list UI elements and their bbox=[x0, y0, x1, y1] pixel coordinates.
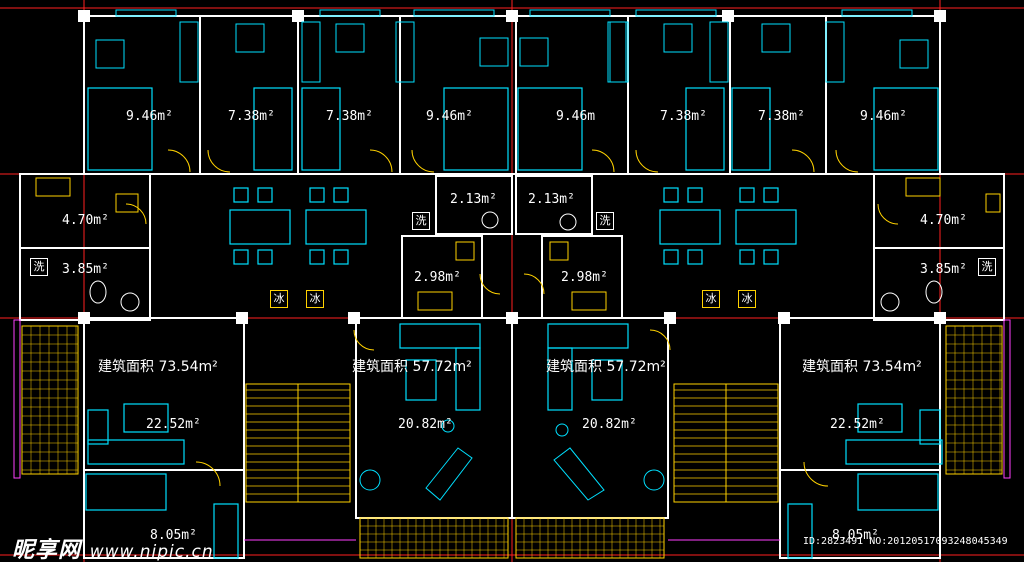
room-area-bath-right: 3.85m² bbox=[920, 262, 967, 277]
room-area-kitchen2-right: 2.98m² bbox=[561, 270, 608, 285]
watermark-id: ID:2823491 NO:20120517093248045349 bbox=[803, 536, 1008, 547]
building-area-4: 建筑面积 73.54m² bbox=[802, 359, 922, 375]
stair-treads bbox=[246, 389, 778, 495]
fridge-marker-2: 冰 bbox=[306, 290, 324, 308]
washer-marker-left: 洗 bbox=[30, 258, 48, 276]
room-area-smallbed-left: 8.05m² bbox=[150, 528, 197, 543]
doors bbox=[125, 149, 899, 487]
room-area-bedroom-3: 7.38m² bbox=[326, 109, 373, 124]
room-area-bedroom-7: 7.38m² bbox=[758, 109, 805, 124]
kitchen-counters bbox=[35, 177, 1001, 311]
washer-marker-right: 洗 bbox=[978, 258, 996, 276]
fridge-marker-3: 冰 bbox=[702, 290, 720, 308]
building-area-3: 建筑面积 57.72m² bbox=[546, 359, 666, 375]
watermark-brand: 昵享网 www.nipic.cn bbox=[12, 532, 214, 562]
room-area-kitchen-left: 4.70m² bbox=[62, 213, 109, 228]
room-area-bedroom-1: 9.46m² bbox=[126, 109, 173, 124]
building-area-2: 建筑面积 57.72m² bbox=[352, 359, 472, 375]
washer-marker-center-right: 洗 bbox=[596, 212, 614, 230]
watermark-brand-name: 昵享网 bbox=[12, 538, 82, 562]
beds bbox=[87, 87, 939, 171]
fridge-marker-4: 冰 bbox=[738, 290, 756, 308]
wardrobes bbox=[179, 21, 845, 83]
room-area-living-left: 22.52m² bbox=[146, 417, 201, 432]
room-area-wc-left: 2.13m² bbox=[450, 192, 497, 207]
dining-tables bbox=[229, 187, 797, 265]
watermark-url: www.nipic.cn bbox=[89, 542, 214, 562]
room-area-bedroom-8: 9.46m² bbox=[860, 109, 907, 124]
top-windows bbox=[115, 9, 913, 17]
building-area-1: 建筑面积 73.54m² bbox=[98, 359, 218, 375]
sofas bbox=[87, 323, 943, 465]
room-area-living-right: 22.52m² bbox=[830, 417, 885, 432]
room-area-living2-right: 20.82m² bbox=[582, 417, 637, 432]
desks bbox=[95, 23, 929, 69]
room-area-kitchen2-left: 2.98m² bbox=[414, 270, 461, 285]
fridge-marker-1: 冰 bbox=[270, 290, 288, 308]
stairs bbox=[245, 383, 779, 503]
room-area-bedroom-4: 9.46m² bbox=[426, 109, 473, 124]
balcony-grid bbox=[21, 325, 1002, 559]
window-frames bbox=[13, 319, 1011, 541]
room-area-wc-right: 2.13m² bbox=[528, 192, 575, 207]
room-area-bedroom-5: 9.46m bbox=[556, 109, 596, 124]
small-bedroom-beds bbox=[85, 473, 939, 559]
toilets bbox=[89, 211, 943, 312]
room-area-living2-left: 20.82m² bbox=[398, 417, 453, 432]
room-area-kitchen-right: 4.70m² bbox=[920, 213, 967, 228]
columns bbox=[78, 10, 946, 324]
room-area-bedroom-2: 7.38m² bbox=[228, 109, 275, 124]
room-area-bedroom-6: 7.38m² bbox=[660, 109, 707, 124]
lounge-chairs bbox=[359, 419, 665, 501]
room-area-smallbed-right: 8.05m² bbox=[832, 528, 879, 543]
room-area-bath-left: 3.85m² bbox=[62, 262, 109, 277]
washer-marker-center-left: 洗 bbox=[412, 212, 430, 230]
